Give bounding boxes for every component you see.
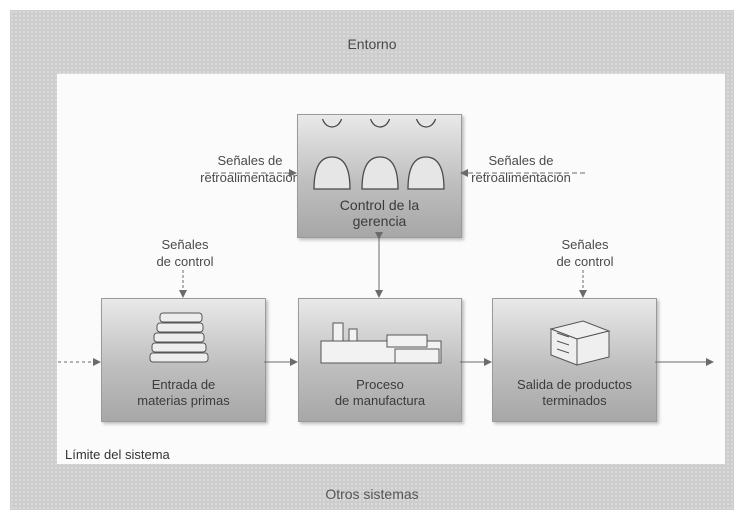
people-icon (313, 119, 445, 190)
factory-icon (320, 322, 442, 364)
system-boundary-label: Límite del sistema (65, 447, 170, 462)
manufacturing-process-box: Proceso de manufactura (298, 298, 462, 422)
manufacturing-process-label: Proceso de manufactura (334, 377, 426, 408)
control-signals-left-label: Señales de control (156, 237, 214, 269)
other-systems-label: Otros sistemas (325, 486, 419, 502)
raw-materials-input-label: Entrada de materias primas (137, 377, 230, 408)
raw-materials-icon (149, 312, 209, 363)
management-control-label: Control de la gerencia (339, 197, 420, 229)
environment-label: Entorno (347, 36, 397, 52)
feedback-signals-left-label: Señales de retroalimentación (200, 153, 300, 185)
finished-products-output-label: Salida de productos terminados (517, 377, 632, 408)
raw-materials-input-box: Entrada de materias primas (101, 298, 266, 422)
control-signals-right-label: Señales de control (556, 237, 614, 269)
feedback-signals-right-label: Señales de retroalimentación (471, 153, 571, 185)
finished-products-icon (549, 320, 611, 366)
finished-products-output-box: Salida de productos terminados (492, 298, 657, 422)
